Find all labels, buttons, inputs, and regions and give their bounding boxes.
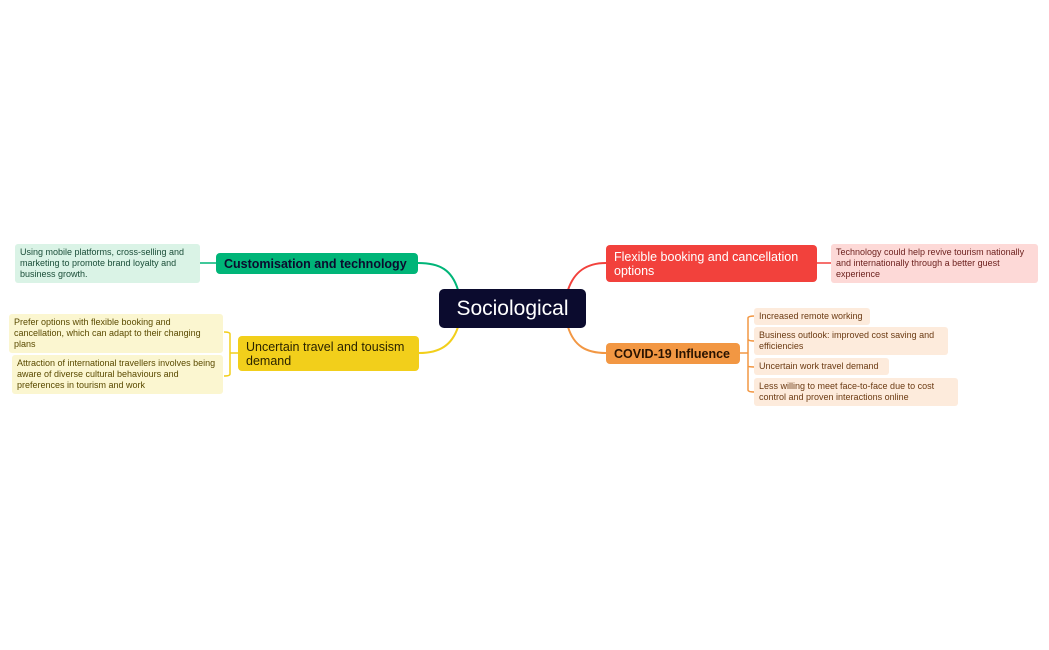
leaf-label: Increased remote working <box>759 311 863 321</box>
leaf-label: Using mobile platforms, cross-selling an… <box>20 247 185 279</box>
leaf-remote-working[interactable]: Increased remote working <box>754 308 870 325</box>
central-topic[interactable]: Sociological <box>439 289 586 328</box>
branch-label: Flexible booking and cancellation option… <box>614 249 799 278</box>
leaf-flexible-options[interactable]: Prefer options with flexible booking and… <box>9 314 223 353</box>
link-covid-leaves <box>740 315 756 393</box>
central-topic-label: Sociological <box>456 296 569 320</box>
branch-label: Uncertain travel and tousism demand <box>246 339 405 368</box>
branch-uncertain-travel-demand[interactable]: Uncertain travel and tousism demand <box>238 336 419 371</box>
branch-label: COVID-19 Influence <box>614 346 730 361</box>
leaf-label: Uncertain work travel demand <box>759 361 879 371</box>
leaf-label: Attraction of international travellers i… <box>17 358 216 390</box>
branch-covid-influence[interactable]: COVID-19 Influence <box>606 343 740 364</box>
leaf-label: Business outlook: improved cost saving a… <box>759 330 935 351</box>
leaf-label: Prefer options with flexible booking and… <box>14 317 201 349</box>
leaf-international-travellers[interactable]: Attraction of international travellers i… <box>12 355 223 394</box>
leaf-technology-revive-tourism[interactable]: Technology could help revive tourism nat… <box>831 244 1038 283</box>
leaf-face-to-face[interactable]: Less willing to meet face-to-face due to… <box>754 378 958 406</box>
leaf-mobile-platforms[interactable]: Using mobile platforms, cross-selling an… <box>15 244 200 283</box>
branch-flexible-booking[interactable]: Flexible booking and cancellation option… <box>606 245 817 282</box>
leaf-business-outlook[interactable]: Business outlook: improved cost saving a… <box>754 327 948 355</box>
leaf-work-travel-demand[interactable]: Uncertain work travel demand <box>754 358 889 375</box>
link-central-flex <box>567 262 607 291</box>
branch-customisation-technology[interactable]: Customisation and technology <box>216 253 418 274</box>
leaf-label: Less willing to meet face-to-face due to… <box>759 381 935 402</box>
link-central-demand <box>418 326 459 354</box>
branch-label: Customisation and technology <box>224 256 407 271</box>
leaf-label: Technology could help revive tourism nat… <box>836 247 1025 279</box>
link-central-tech <box>417 262 459 291</box>
link-central-covid <box>567 326 607 354</box>
link-demand-leaves <box>223 331 238 377</box>
